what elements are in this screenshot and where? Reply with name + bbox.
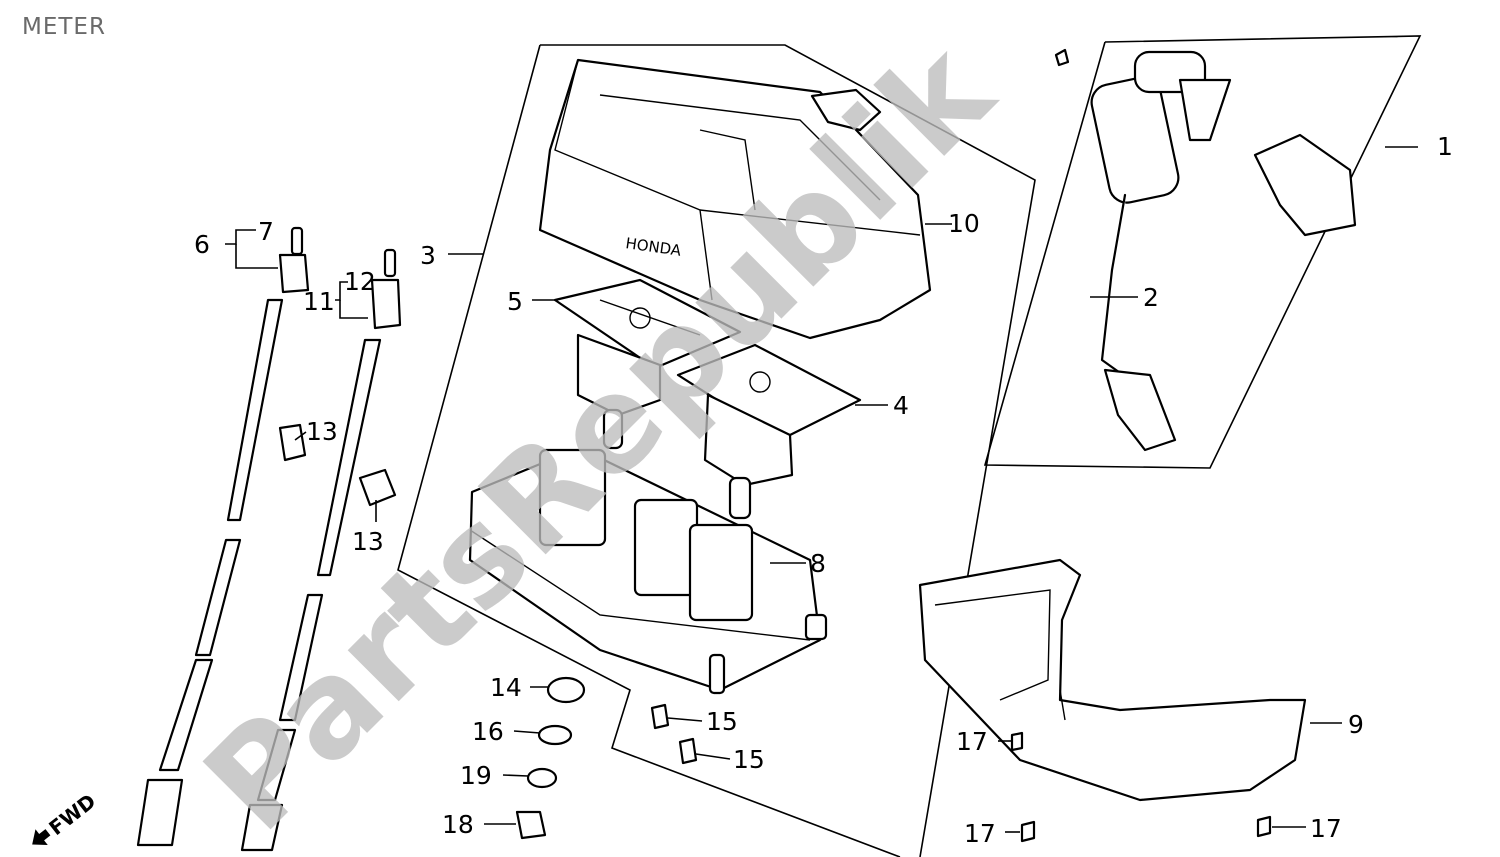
callout-16: 16 xyxy=(472,717,504,746)
fwd-label: FWD xyxy=(44,789,100,840)
callout-7: 7 xyxy=(258,217,274,246)
callout-13-lower: 13 xyxy=(352,527,384,556)
callout-17-bottom: 17 xyxy=(964,819,996,848)
callout-10: 10 xyxy=(948,209,980,238)
callout-19: 19 xyxy=(460,761,492,790)
callout-3: 3 xyxy=(420,241,436,270)
leader-lines xyxy=(225,146,1418,833)
callout-14: 14 xyxy=(490,673,522,702)
tachometer-cable-part xyxy=(240,248,402,852)
meter-cover-part: HONDA xyxy=(538,58,932,340)
speedometer-cable-part xyxy=(136,226,310,847)
forward-arrow-icon xyxy=(32,829,51,846)
meter-assembly-frame xyxy=(397,44,1036,857)
callout-9: 9 xyxy=(1348,710,1364,739)
callout-5: 5 xyxy=(507,287,523,316)
callout-15-upper: 15 xyxy=(706,707,738,736)
callout-11: 11 xyxy=(303,287,335,316)
callout-2: 2 xyxy=(1143,283,1159,312)
meter-case-part xyxy=(468,448,828,695)
callout-labels: 1 2 3 4 5 6 7 8 9 10 11 12 13 13 14 15 1… xyxy=(194,132,1453,848)
grommet-part xyxy=(278,423,397,507)
speedometer-part xyxy=(553,278,742,450)
screw-17-parts xyxy=(1010,731,1272,843)
callout-13-upper: 13 xyxy=(306,417,338,446)
callout-15-lower: 15 xyxy=(733,745,765,774)
callout-17-right: 17 xyxy=(1310,814,1342,843)
callout-6: 6 xyxy=(194,230,210,259)
tachometer-part xyxy=(676,343,862,520)
ignition-switch-part xyxy=(1054,48,1357,452)
small-hardware-parts xyxy=(515,676,698,840)
ignition-switch-frame xyxy=(983,35,1422,469)
callout-8: 8 xyxy=(810,549,826,578)
callout-1: 1 xyxy=(1437,132,1453,161)
lower-meter-cover-part xyxy=(918,558,1307,802)
forward-direction-indicator: FWD xyxy=(32,789,100,846)
callout-4: 4 xyxy=(893,391,909,420)
diagram-title: METER xyxy=(22,14,106,40)
callout-17-left: 17 xyxy=(956,727,988,756)
callout-12: 12 xyxy=(344,267,376,296)
callout-18: 18 xyxy=(442,810,474,839)
